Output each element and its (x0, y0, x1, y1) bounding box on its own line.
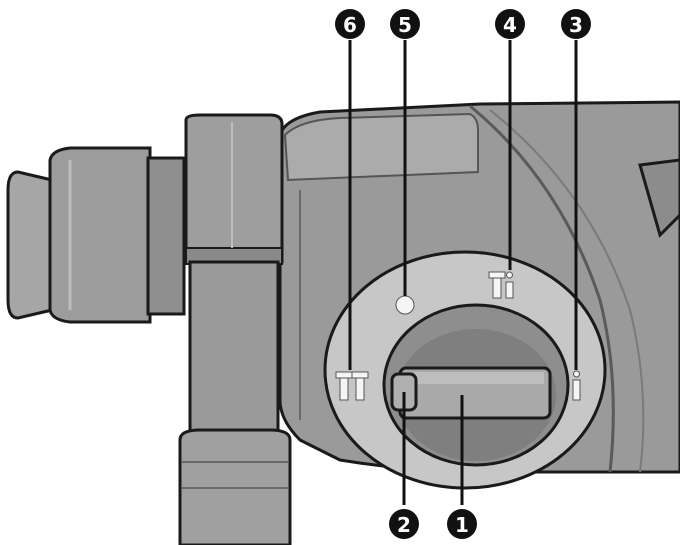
side-handle-shaft (188, 260, 280, 444)
callout-1-label: 1 (455, 513, 469, 537)
callout-leaders (348, 40, 578, 505)
callout-6: 6 (335, 9, 365, 39)
callout-3-label: 3 (569, 13, 583, 37)
callout-4-label: 4 (503, 13, 517, 37)
callout-4: 4 (495, 9, 525, 39)
housing-vent-slot (638, 158, 680, 238)
chuck-tip (6, 170, 54, 320)
mode-symbols (335, 271, 581, 401)
chuck (6, 146, 186, 324)
side-handle-upper (184, 113, 284, 264)
housing-top-panel (283, 112, 479, 182)
neutral-position-symbol (395, 295, 415, 315)
chiselling-mode-symbol (335, 371, 369, 401)
housing-side-curve (489, 109, 645, 473)
callout-2-label: 2 (397, 513, 411, 537)
callout-1: 1 (447, 509, 477, 539)
callout-3: 3 (561, 9, 591, 39)
callout-2: 2 (389, 509, 419, 539)
chuck-sleeve (48, 146, 152, 324)
mode-selector-dial (323, 250, 607, 490)
hammer-drilling-mode-symbol (572, 370, 581, 401)
chuck-collar (146, 156, 186, 316)
callout-5-label: 5 (398, 13, 412, 37)
drilling-no-impact-mode-symbol (488, 271, 514, 299)
housing-ridge (469, 104, 615, 473)
callout-5: 5 (390, 9, 420, 39)
callout-6-label: 6 (343, 13, 357, 37)
side-handle (178, 113, 292, 545)
